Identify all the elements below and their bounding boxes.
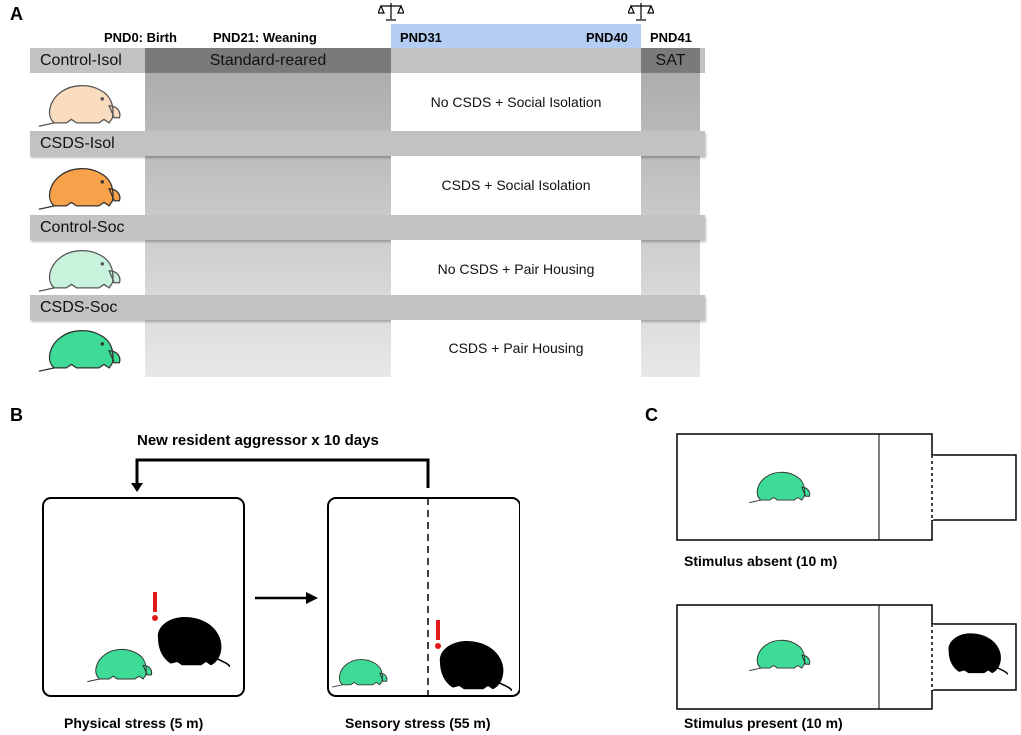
balance-scale-icon bbox=[378, 3, 404, 21]
pnd41-label: PND41 bbox=[650, 30, 692, 45]
stimulus-absent-vole-icon bbox=[749, 471, 811, 504]
intruder-vole-icon bbox=[87, 648, 153, 683]
intruder-vole-icon bbox=[332, 659, 388, 688]
condition-label-2: CSDS + Social Isolation bbox=[441, 177, 591, 193]
physical-stress-caption: Physical stress (5 m) bbox=[64, 715, 204, 731]
panel-c-letter: C bbox=[645, 405, 658, 425]
condition-box-4 bbox=[391, 320, 641, 377]
condition-box-1 bbox=[391, 73, 641, 131]
condition-label-3: No CSDS + Pair Housing bbox=[437, 261, 595, 277]
stimulus-present-vole-icon bbox=[749, 639, 811, 672]
pnd40-label: PND40 bbox=[586, 30, 628, 45]
standard-reared-column bbox=[145, 48, 391, 377]
standard-reared-label: Standard-reared bbox=[145, 48, 391, 73]
exclamation-icon bbox=[435, 620, 441, 649]
pnd0-label: PND0: Birth bbox=[104, 30, 177, 45]
csds-isol-vole-icon bbox=[38, 168, 121, 210]
group-bar-control-soc: Control-Soc bbox=[30, 215, 705, 240]
condition-box-2 bbox=[391, 156, 641, 215]
panel-c-apparatus-absent bbox=[676, 433, 1017, 541]
stimulus-aggressor-vole-icon bbox=[948, 633, 1008, 675]
control-isol-vole-icon bbox=[38, 85, 121, 127]
exclamation-icon bbox=[152, 592, 158, 621]
loop-label: New resident aggressor x 10 days bbox=[137, 432, 379, 449]
group-bar-csds-isol: CSDS-Isol bbox=[30, 131, 705, 156]
balance-scale-icon bbox=[628, 3, 654, 21]
aggressor-vole-icon bbox=[439, 640, 512, 692]
aggressor-vole-icon bbox=[157, 616, 230, 668]
pnd31-label: PND31 bbox=[400, 30, 442, 45]
pnd21-label: PND21: Weaning bbox=[213, 30, 317, 45]
panel-a-letter: A bbox=[10, 4, 23, 24]
pnd31-40-highlight bbox=[391, 24, 641, 48]
condition-label-1: No CSDS + Social Isolation bbox=[430, 94, 602, 110]
stimulus-present-caption: Stimulus present (10 m) bbox=[684, 715, 843, 731]
group-bar-csds-soc: CSDS-Soc bbox=[30, 295, 705, 320]
group-bar-control-isol: Control-Isol bbox=[40, 51, 122, 69]
sat-label: SAT bbox=[641, 48, 700, 73]
sensory-stress-caption: Sensory stress (55 m) bbox=[345, 715, 491, 731]
panel-b-letter: B bbox=[10, 405, 23, 425]
csds-soc-vole-icon bbox=[38, 330, 121, 372]
stimulus-absent-caption: Stimulus absent (10 m) bbox=[684, 553, 838, 569]
condition-box-3 bbox=[391, 240, 641, 295]
sat-column bbox=[641, 48, 700, 377]
control-soc-vole-icon bbox=[38, 250, 121, 292]
condition-label-4: CSDS + Pair Housing bbox=[448, 340, 584, 356]
